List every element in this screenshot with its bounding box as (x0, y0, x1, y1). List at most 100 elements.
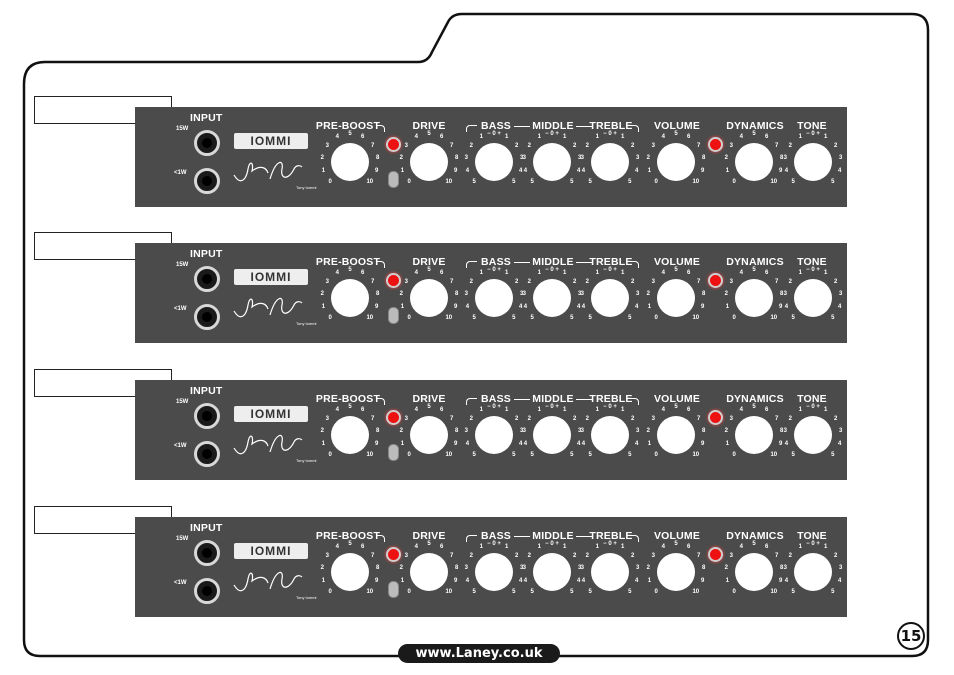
treble-scale-mark: − 0 + (603, 404, 617, 410)
drive-scale-mark: 8 (454, 427, 459, 434)
preboost-bracket (376, 261, 385, 268)
treble-knob[interactable] (591, 279, 629, 317)
treble-scale-mark: 4 (581, 440, 586, 447)
volume-scale-mark: 8 (701, 564, 706, 571)
bass-scale-mark: 3 (464, 564, 469, 571)
bass-knob[interactable] (475, 416, 513, 454)
input-1w-label: <1W (174, 580, 187, 586)
drive-scale-mark: 10 (445, 314, 453, 321)
treble-scale-mark: 1 (621, 270, 625, 277)
tone-knob[interactable] (794, 416, 832, 454)
eq-dash (514, 399, 530, 400)
bass-scale-mark: 2 (469, 552, 474, 559)
input-jack-1w[interactable] (194, 304, 220, 330)
treble-scale-mark: 1 (621, 134, 625, 141)
treble-knob[interactable] (591, 553, 629, 591)
volume-scale-mark: 8 (701, 154, 706, 161)
input-jack-1w[interactable] (194, 578, 220, 604)
volume-knob[interactable] (657, 279, 695, 317)
tone-scale-mark: 1 (798, 544, 802, 551)
bass-knob[interactable] (475, 143, 513, 181)
drive-scale-mark: 2 (399, 427, 404, 434)
drive-label: DRIVE (412, 256, 446, 268)
preboost-scale-mark: 2 (320, 154, 325, 161)
preboost-bracket (376, 125, 385, 132)
treble-knob[interactable] (591, 416, 629, 454)
middle-knob[interactable] (533, 553, 571, 591)
volume-scale-mark: 0 (654, 314, 658, 321)
volume-scale-mark: 6 (687, 134, 691, 141)
bass-knob[interactable] (475, 553, 513, 591)
signature-caption: Tony Iommi (296, 595, 317, 600)
bass-scale-mark: − 0 + (487, 541, 501, 547)
input-jack-15w[interactable] (194, 130, 220, 156)
middle-scale-mark: 5 (530, 451, 534, 458)
eq-dash (576, 536, 592, 537)
drive-scale-mark: 9 (453, 167, 458, 174)
drive-knob[interactable] (410, 553, 448, 591)
middle-scale-mark: 4 (523, 303, 528, 310)
input-jack-15w[interactable] (194, 540, 220, 566)
dynamics-knob[interactable] (735, 143, 773, 181)
bass-label: BASS (481, 530, 511, 542)
bass-scale-mark: 4 (465, 440, 470, 447)
tone-scale-mark: 4 (784, 167, 789, 174)
preboost-knob[interactable] (331, 553, 369, 591)
volume-knob[interactable] (657, 143, 695, 181)
input-1w-label: <1W (174, 170, 187, 176)
middle-scale-mark: − 0 + (545, 131, 559, 137)
input-jack-1w[interactable] (194, 441, 220, 467)
preboost-scale-mark: 0 (328, 451, 332, 458)
dynamics-knob[interactable] (735, 553, 773, 591)
treble-scale-mark: 3 (635, 564, 640, 571)
tone-knob[interactable] (794, 553, 832, 591)
volume-knob[interactable] (657, 416, 695, 454)
middle-scale-mark: 3 (577, 427, 582, 434)
middle-knob[interactable] (533, 143, 571, 181)
volume-scale-mark: 5 (674, 267, 678, 273)
treble-label: TREBLE (589, 256, 633, 268)
treble-scale-mark: 2 (630, 142, 635, 149)
input-jack-15w[interactable] (194, 266, 220, 292)
boost-toggle-switch[interactable] (388, 307, 399, 324)
input-label: INPUT (190, 385, 223, 397)
dynamics-label: DYNAMICS (726, 393, 784, 405)
dynamics-scale-mark: 8 (779, 290, 784, 297)
boost-toggle-switch[interactable] (388, 444, 399, 461)
drive-knob[interactable] (410, 279, 448, 317)
preboost-scale-mark: 7 (370, 415, 375, 422)
input-jack-15w[interactable] (194, 403, 220, 429)
treble-scale-mark: 5 (588, 588, 592, 595)
input-jack-1w[interactable] (194, 168, 220, 194)
website-url[interactable]: www.Laney.co.uk (398, 644, 560, 663)
dynamics-scale-mark: 3 (729, 415, 734, 422)
treble-knob[interactable] (591, 143, 629, 181)
preboost-knob[interactable] (331, 416, 369, 454)
boost-toggle-switch[interactable] (388, 171, 399, 188)
volume-scale-mark: 5 (674, 541, 678, 547)
treble-scale-mark: 5 (628, 588, 632, 595)
dynamics-knob[interactable] (735, 279, 773, 317)
dynamics-knob[interactable] (735, 416, 773, 454)
drive-knob[interactable] (410, 143, 448, 181)
boost-toggle-switch[interactable] (388, 581, 399, 598)
volume-label: VOLUME (653, 120, 701, 132)
treble-scale-mark: 4 (634, 440, 639, 447)
preboost-knob[interactable] (331, 143, 369, 181)
dynamics-label: DYNAMICS (726, 120, 784, 132)
bass-knob[interactable] (475, 279, 513, 317)
preboost-knob[interactable] (331, 279, 369, 317)
drive-knob[interactable] (410, 416, 448, 454)
middle-scale-mark: − 0 + (545, 541, 559, 547)
drive-scale-mark: 3 (404, 278, 409, 285)
preboost-scale-mark: 4 (335, 134, 339, 141)
tone-knob[interactable] (794, 143, 832, 181)
volume-knob[interactable] (657, 553, 695, 591)
middle-knob[interactable] (533, 416, 571, 454)
tone-knob[interactable] (794, 279, 832, 317)
treble-scale-mark: 5 (628, 451, 632, 458)
middle-knob[interactable] (533, 279, 571, 317)
drive-scale-mark: 4 (414, 544, 418, 551)
signature-graphic (233, 161, 303, 182)
